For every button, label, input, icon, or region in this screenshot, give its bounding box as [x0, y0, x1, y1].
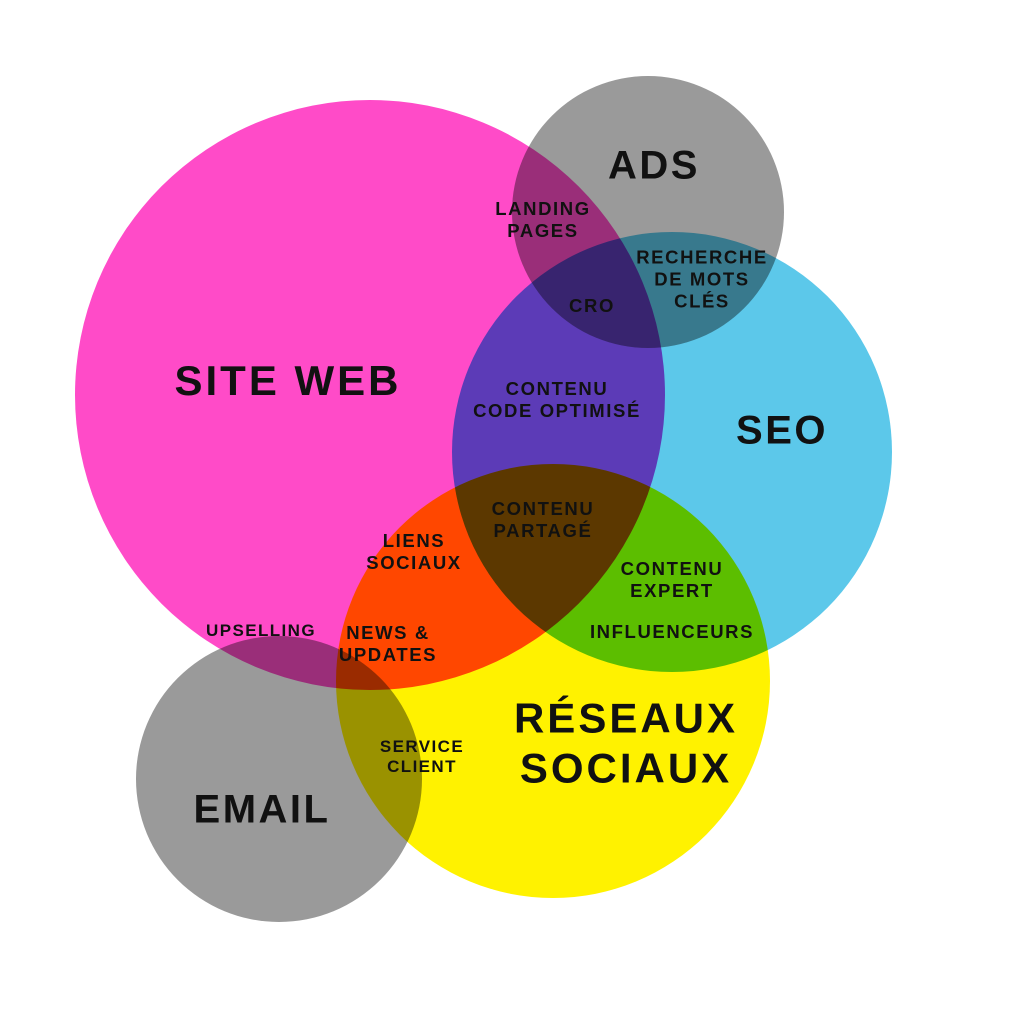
- intersection-label-landing_pages: LANDING PAGES: [495, 198, 591, 241]
- circle-label-ads: ADS: [608, 143, 700, 188]
- intersection-label-influenceurs: INFLUENCEURS: [589, 621, 755, 643]
- venn-circle-email[interactable]: [136, 636, 422, 922]
- intersection-label-contenu_expert: CONTENU EXPERT: [620, 558, 724, 601]
- intersection-label-service_client: SERVICE CLIENT: [379, 736, 465, 776]
- intersection-label-cro: CRO: [569, 295, 615, 317]
- intersection-label-news_updates: NEWS & UPDATES: [338, 622, 438, 665]
- circle-label-email: EMAIL: [193, 787, 331, 832]
- circle-label-reseaux_sociaux: RÉSEAUX SOCIAUX: [513, 694, 739, 791]
- circle-label-seo: SEO: [736, 408, 828, 453]
- circle-label-site_web: SITE WEB: [174, 357, 402, 405]
- intersection-label-liens_sociaux: LIENS SOCIAUX: [366, 530, 462, 573]
- intersection-label-contenu_partage: CONTENU PARTAGÉ: [491, 498, 595, 541]
- intersection-label-recherche_de_mots_cles: RECHERCHE DE MOTS CLÉS: [636, 246, 768, 311]
- intersection-label-contenu_code_optimise: CONTENU CODE OPTIMISÉ: [473, 378, 641, 421]
- venn-circle-reseaux_sociaux[interactable]: [336, 464, 770, 898]
- intersection-label-upselling: UPSELLING: [206, 620, 316, 640]
